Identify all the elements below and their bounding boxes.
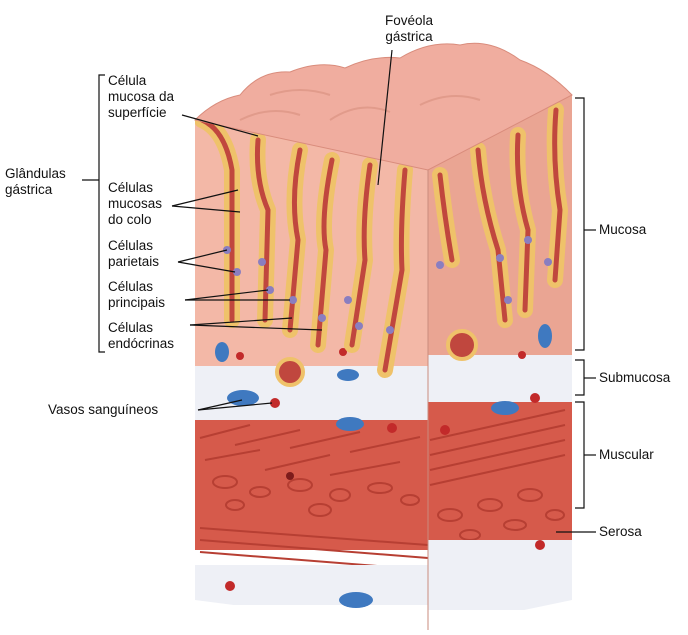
front-face [190, 110, 435, 608]
blood-vessel-blue [336, 417, 364, 431]
label-glandulas: Glândulas gástrica [5, 166, 66, 198]
blood-vessel-red [518, 351, 526, 359]
label-celula-mucosa-line1: Célula [108, 73, 174, 89]
label-celulas-parietais-line1: Células [108, 238, 159, 254]
blood-vessel-blue [339, 592, 373, 608]
blood-vessel-blue [227, 390, 259, 406]
label-submucosa: Submucosa [599, 370, 670, 386]
blood-vessel-red [225, 581, 235, 591]
label-celulas-parietais-line2: parietais [108, 254, 159, 270]
serosa-side [425, 540, 575, 610]
label-celulas-colo-line1: Células [108, 180, 162, 196]
blood-vessel-blue [215, 342, 229, 362]
label-muscular: Muscular [599, 447, 654, 463]
label-glandulas-line2: gástrica [5, 182, 66, 198]
label-celula-mucosa-line2: mucosa da [108, 89, 174, 105]
blood-vessel-red [387, 423, 397, 433]
label-celulas-endocrinas-line1: Células [108, 320, 174, 336]
label-celulas-parietais: Células parietais [108, 238, 159, 270]
gland-cross-section [277, 359, 303, 385]
gland-cross-section [448, 331, 476, 359]
blood-vessel-red [236, 352, 244, 360]
side-face [425, 90, 575, 610]
blood-vessel-red [440, 425, 450, 435]
submucosa-front [190, 366, 435, 426]
blood-vessel-blue [491, 401, 519, 415]
label-celulas-colo: Células mucosas do colo [108, 180, 162, 228]
blood-vessel-blue [337, 369, 359, 381]
label-serosa: Serosa [599, 524, 642, 540]
label-celula-mucosa: Célula mucosa da superfície [108, 73, 174, 121]
label-foveola-line1: Fovéola [374, 13, 444, 29]
blood-vessel-red [530, 393, 540, 403]
label-vasos-sanguineos: Vasos sanguíneos [48, 402, 158, 418]
label-celulas-principais: Células principais [108, 279, 165, 311]
label-celulas-colo-line2: mucosas [108, 196, 162, 212]
label-foveola: Fovéola gástrica [374, 13, 444, 45]
blood-vessel-red [286, 472, 294, 480]
label-mucosa: Mucosa [599, 222, 646, 238]
label-celulas-principais-line1: Células [108, 279, 165, 295]
label-celulas-principais-line2: principais [108, 295, 165, 311]
label-celulas-colo-line3: do colo [108, 212, 162, 228]
label-celulas-endocrinas: Células endócrinas [108, 320, 174, 352]
label-foveola-line2: gástrica [374, 29, 444, 45]
label-glandulas-line1: Glândulas [5, 166, 66, 182]
label-celula-mucosa-line3: superfície [108, 105, 174, 121]
blood-vessel-red [535, 540, 545, 550]
label-celulas-endocrinas-line2: endócrinas [108, 336, 174, 352]
blood-vessel-blue [538, 324, 552, 348]
